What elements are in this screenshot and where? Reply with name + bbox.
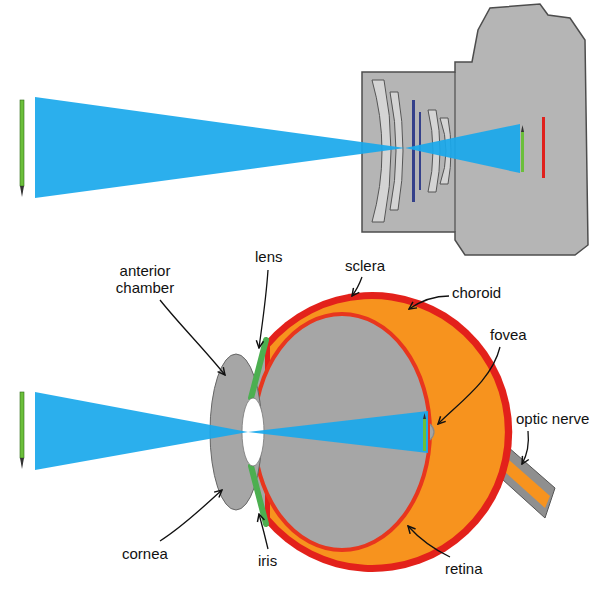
iris (251, 340, 266, 398)
leader-line (522, 431, 528, 464)
leader-line (160, 490, 222, 541)
part-label: iris (258, 552, 277, 569)
part-label: retina (445, 560, 483, 577)
leader-line (438, 347, 500, 424)
pencil-image-tip (423, 413, 426, 419)
leader-line (408, 526, 450, 557)
leader-line (409, 296, 449, 309)
part-label: optic nerve (516, 410, 589, 427)
part-label: anterior chamber (105, 262, 185, 296)
light-cone (35, 392, 248, 470)
image-sensor (542, 117, 545, 178)
pencil-tip (20, 186, 24, 197)
light-cone (35, 97, 405, 198)
leader-line (352, 277, 362, 296)
iris (251, 466, 266, 524)
pencil (20, 100, 24, 186)
pencil-tip (20, 458, 24, 469)
part-label: sclera (345, 257, 385, 274)
light-cone (248, 411, 428, 453)
lens-element (390, 92, 403, 210)
leader-line (259, 514, 268, 549)
fovea-pit (430, 424, 434, 440)
part-label: fovea (490, 326, 527, 343)
pencil (20, 392, 24, 458)
pencil-image (423, 419, 426, 451)
camera-body (362, 4, 588, 255)
part-label: lens (255, 248, 283, 265)
lens-plate (412, 100, 415, 202)
pencil-image (521, 132, 524, 172)
leader-line (160, 300, 225, 375)
light-cone (405, 124, 520, 173)
pencil-image-tip (521, 125, 524, 132)
part-label: cornea (122, 545, 168, 562)
leader-line (259, 270, 268, 348)
part-label: choroid (452, 284, 501, 301)
